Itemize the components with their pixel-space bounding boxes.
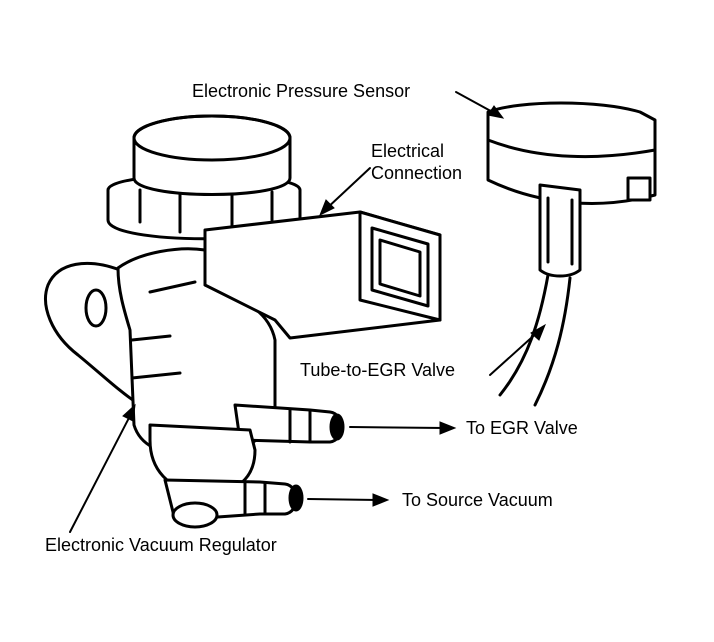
sensor-port-lines xyxy=(546,196,574,266)
body-detail-lines xyxy=(130,280,197,380)
tube-to-egr xyxy=(498,273,572,407)
source-port-ribs xyxy=(243,481,267,516)
egr-port-tip xyxy=(329,413,345,441)
egr-valve-leader xyxy=(349,426,446,429)
source-vacuum-leader xyxy=(307,498,379,501)
electrical-connection-arrowhead xyxy=(319,199,335,217)
pressure-sensor-drawing xyxy=(486,101,657,407)
sensor-tab xyxy=(626,176,652,202)
mounting-hole xyxy=(84,288,108,328)
connector-socket xyxy=(378,238,422,298)
egr-port-ribs xyxy=(288,408,312,444)
sensor-top-edge xyxy=(486,138,657,159)
source-port-tip xyxy=(288,484,304,512)
vacuum-regulator-leader xyxy=(69,411,133,533)
label-vacuum-regulator: Electronic Vacuum Regulator xyxy=(45,535,277,555)
ring-ribs xyxy=(138,188,274,234)
source-vacuum-arrowhead xyxy=(372,493,390,507)
label-pressure-sensor: Electronic Pressure Sensor xyxy=(192,81,411,101)
top-cap-side xyxy=(132,136,292,196)
top-cap-rim xyxy=(132,114,292,162)
connector-opening xyxy=(370,226,430,308)
bottom-cap xyxy=(171,501,219,529)
tube-arrowhead xyxy=(530,323,546,341)
label-electrical-line2: Connection xyxy=(371,163,463,183)
label-to-egr-valve: To EGR Valve xyxy=(466,418,578,438)
egr-valve-arrowhead xyxy=(439,421,457,435)
electrical-connection-leader xyxy=(324,167,371,211)
leader-lines xyxy=(69,91,546,533)
vacuum-regulator-drawing xyxy=(44,114,442,529)
label-electrical-line1: Electrical xyxy=(371,141,445,161)
tube-leader xyxy=(489,329,541,376)
mounting-bracket xyxy=(44,261,142,407)
sensor-body xyxy=(486,101,657,205)
sensor-port xyxy=(538,183,582,278)
label-to-source-vacuum: To Source Vacuum xyxy=(402,490,553,510)
vacuum-regulator-arrowhead xyxy=(122,403,136,422)
label-tube-to-egr: Tube-to-EGR Valve xyxy=(300,360,456,380)
pressure-sensor-arrowhead xyxy=(487,105,505,119)
